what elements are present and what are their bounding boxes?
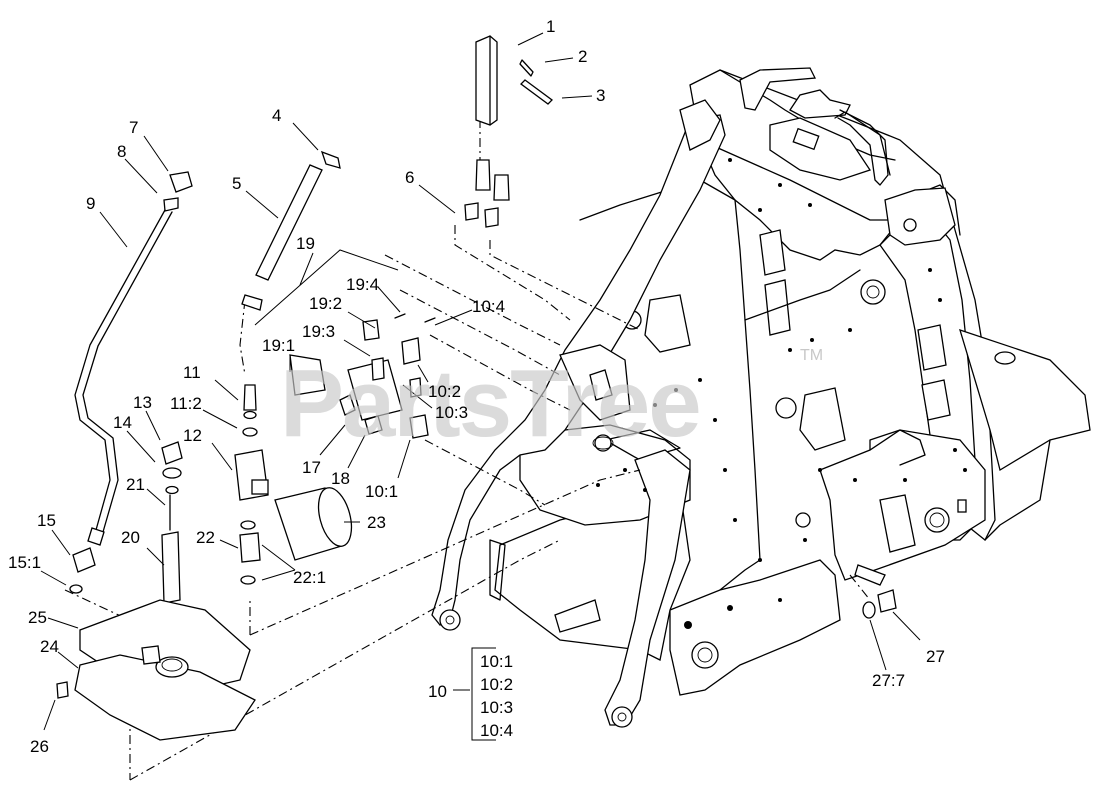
callout-23: 23 (367, 513, 386, 532)
callout-2: 2 (578, 47, 587, 66)
callout-19: 19 (296, 234, 315, 253)
callout-5: 5 (232, 174, 241, 193)
callout-7: 7 (129, 118, 138, 137)
callout-27: 27 (926, 647, 945, 666)
callout-17: 17 (302, 458, 321, 477)
callout-19-1: 19:1 (262, 336, 295, 355)
watermark: PartsTree TM (280, 347, 823, 457)
callout-4: 4 (272, 106, 281, 125)
callout-11-2: 11:2 (170, 394, 202, 413)
callout-25: 25 (28, 608, 47, 627)
callout-27-7: 27:7 (872, 671, 905, 690)
callout-20: 20 (121, 528, 140, 547)
callout-6: 6 (405, 168, 414, 187)
callout-11: 11 (183, 363, 201, 382)
group-item-10-3: 10:3 (480, 698, 513, 717)
callout-24: 24 (40, 637, 59, 656)
group-legend: 10 10:1 10:2 10:3 10:4 (428, 652, 513, 740)
group-item-10-2: 10:2 (480, 675, 513, 694)
watermark-trademark: TM (800, 347, 823, 364)
callout-10-4: 10:4 (472, 297, 505, 316)
callout-15: 15 (37, 511, 56, 530)
callout-13: 13 (133, 393, 152, 412)
callout-21: 21 (126, 475, 145, 494)
callout-14: 14 (113, 413, 132, 432)
group-item-10-4: 10:4 (480, 721, 513, 740)
callout-10-2: 10:2 (428, 382, 461, 401)
callout-10-3: 10:3 (435, 403, 468, 422)
callout-19-3: 19:3 (302, 322, 335, 341)
callout-18: 18 (331, 469, 350, 488)
leader-lines (40, 32, 921, 741)
group-item-10-1: 10:1 (480, 652, 513, 671)
callout-19-2: 19:2 (309, 294, 342, 313)
callout-1: 1 (546, 17, 555, 36)
callout-26: 26 (30, 737, 49, 756)
callout-labels: 1 2 3 4 5 6 7 8 9 11 11:2 12 13 14 15 15… (8, 17, 945, 756)
callout-3: 3 (596, 86, 605, 105)
callout-22: 22 (196, 528, 215, 547)
main-frame (431, 67, 1091, 728)
callout-12: 12 (183, 426, 202, 445)
small-parts (56, 35, 897, 741)
callout-10-1: 10:1 (365, 482, 398, 501)
callout-9: 9 (86, 194, 95, 213)
callout-19-4: 19:4 (346, 275, 379, 294)
callout-22-1: 22:1 (293, 568, 326, 587)
watermark-text: PartsTree (280, 350, 700, 457)
callout-8: 8 (117, 142, 126, 161)
group-label-10: 10 (428, 682, 447, 701)
callout-15-1: 15:1 (8, 553, 41, 572)
